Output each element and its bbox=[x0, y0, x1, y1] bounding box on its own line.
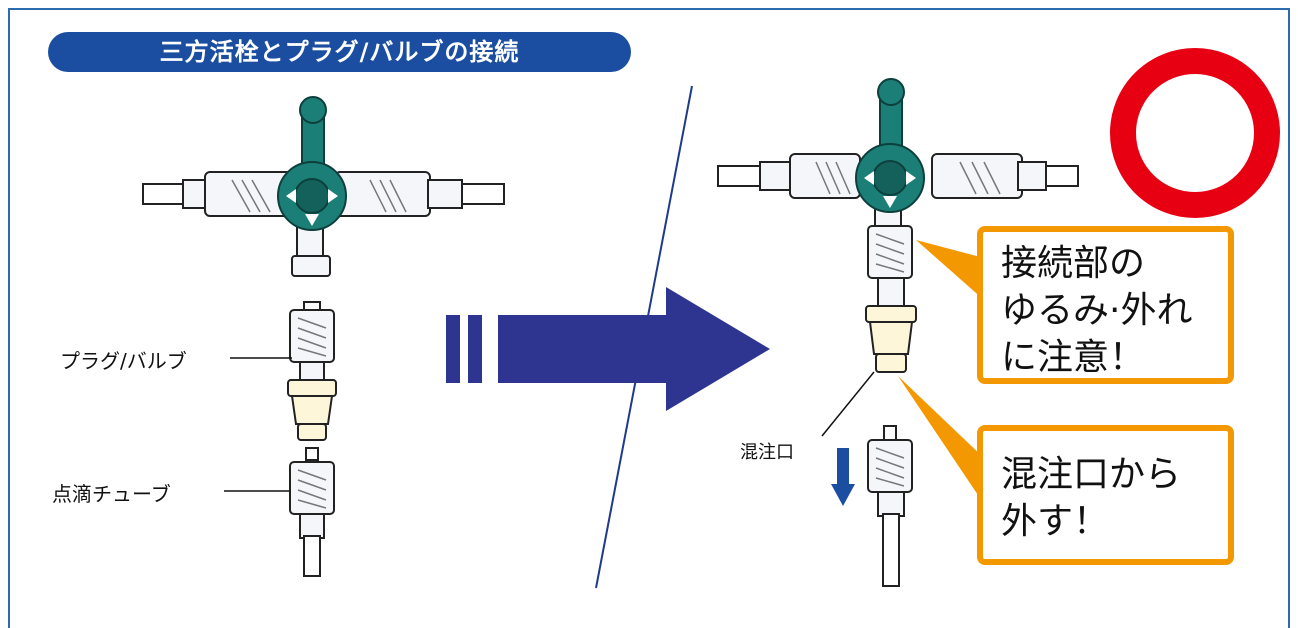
callout-bottom-tail bbox=[898, 376, 984, 504]
callout-remove-from-port: 混注口から 外す！ bbox=[977, 425, 1234, 565]
label-drip-tube: 点滴チューブ bbox=[52, 482, 171, 506]
label-mixing-port: 混注口 bbox=[740, 442, 794, 463]
right-drip-tube bbox=[867, 425, 913, 587]
down-arrow-icon bbox=[831, 448, 855, 506]
callout-top-tail bbox=[916, 240, 984, 300]
right-stopcock bbox=[717, 78, 1079, 373]
right-arrow-icon bbox=[446, 287, 770, 411]
page-title: 三方活栓とプラグ/バルブの接続 bbox=[48, 32, 631, 72]
frame-border bbox=[8, 8, 1290, 628]
callout-top-line: ゆるみ·外れ bbox=[1001, 290, 1193, 331]
left-plug-valve bbox=[287, 301, 337, 441]
callout-top-line: 接続部の bbox=[1001, 243, 1146, 284]
left-stopcock bbox=[142, 96, 505, 277]
callout-bottom-line: 混注口から bbox=[1001, 454, 1182, 495]
label-plug-valve: プラグ/バルブ bbox=[60, 349, 187, 373]
callout-top-line: に注意！ bbox=[1001, 337, 1146, 378]
callout-loose-connection: 接続部の ゆるみ·外れ に注意！ bbox=[977, 226, 1234, 384]
callout-bottom-line: 外す！ bbox=[1001, 501, 1110, 542]
left-drip-tube bbox=[289, 447, 335, 577]
ok-circle-icon bbox=[1110, 48, 1280, 218]
